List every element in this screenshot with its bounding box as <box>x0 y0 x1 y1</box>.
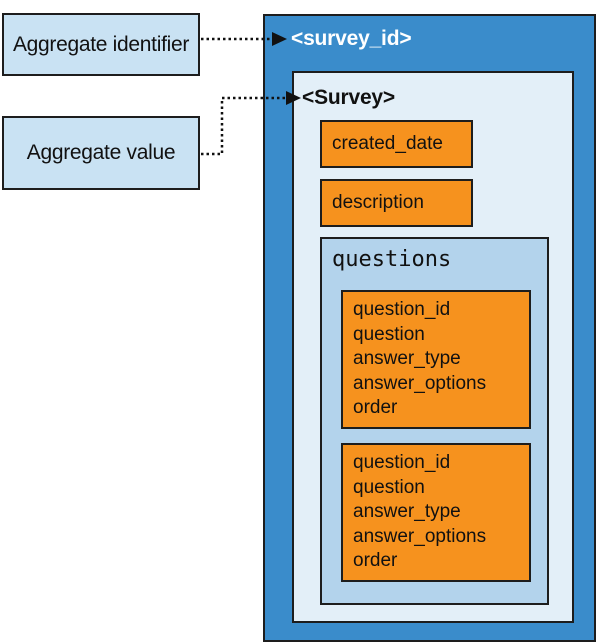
aggregate-identifier-label: Aggregate identifier <box>2 13 200 76</box>
question-attr: question_id <box>353 299 451 320</box>
value-arrowhead-icon <box>286 91 301 105</box>
aggregate-identifier-text: Aggregate identifier <box>12 32 190 56</box>
field-created-date-label: created_date <box>332 133 443 154</box>
question-attr: answer_type <box>353 348 461 369</box>
questions-title: questions <box>332 247 452 272</box>
question-attr: question <box>353 323 425 345</box>
question-attr: question_id <box>353 452 451 473</box>
survey-title: <Survey> <box>302 86 395 109</box>
question-attr: answer_options <box>353 372 487 394</box>
aggregate-value-text: Aggregate value <box>26 141 176 164</box>
aggregate-value-label: Aggregate value <box>2 116 200 190</box>
question-attr: answer_type <box>353 501 461 522</box>
question-attr: answer_options <box>353 525 487 547</box>
question-entry: question_id question answer_type answer_… <box>341 443 531 582</box>
field-created-date: created_date <box>320 120 473 168</box>
question-attr: order <box>353 550 398 571</box>
question-attr: order <box>353 397 398 418</box>
value-connector <box>201 96 286 156</box>
survey-id-title: <survey_id> <box>291 27 412 50</box>
field-description: description <box>320 179 473 227</box>
identifier-arrowhead-icon <box>272 32 287 46</box>
field-description-label: description <box>332 192 424 213</box>
question-entry: question_id question answer_type answer_… <box>341 290 531 429</box>
question-attr: question <box>353 476 425 498</box>
